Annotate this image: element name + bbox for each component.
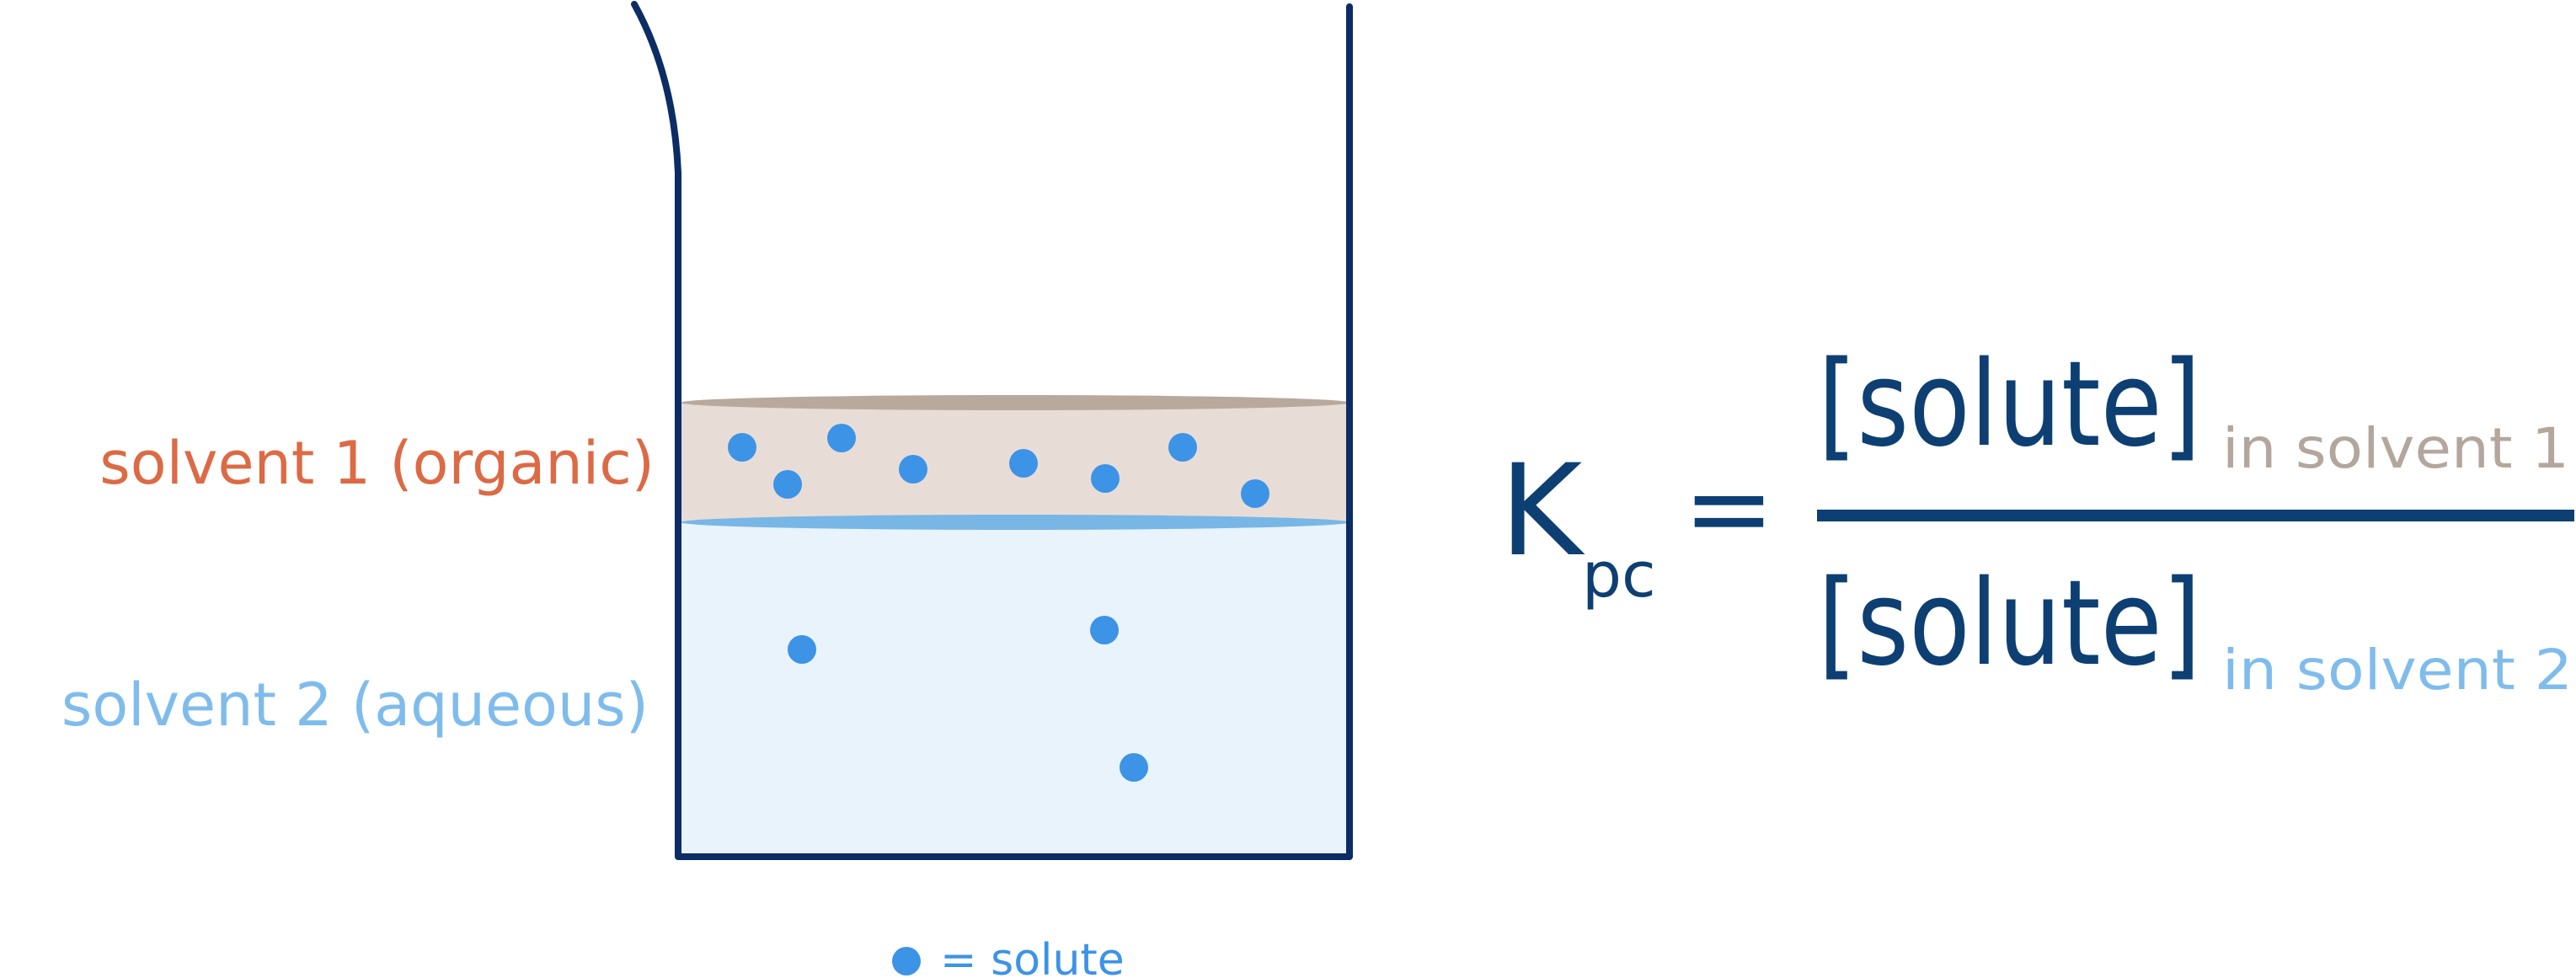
solute-particle (1241, 479, 1269, 508)
equals-sign: = (1683, 444, 1775, 572)
kpc-symbol: K (1499, 438, 1585, 585)
solute-particle (788, 635, 816, 664)
beaker-outline (631, 1, 1353, 860)
solute-particle (1091, 464, 1120, 493)
legend-solute-dot (892, 947, 921, 975)
numerator-subscript: in solvent 1 (2222, 416, 2569, 481)
solute-particle (1168, 433, 1197, 462)
denominator-subscript: in solvent 2 (2222, 638, 2573, 703)
solute-particle (773, 470, 802, 499)
aqueous-layer (678, 522, 1349, 857)
solute-particle (728, 433, 756, 462)
kpc-subscript: pc (1582, 539, 1656, 612)
solvent-2-label: solvent 2 (aqueous) (61, 671, 649, 740)
solute-particle (1009, 449, 1038, 478)
organic-surface (681, 395, 1349, 410)
denominator-concentration: [solute] (1818, 555, 2201, 692)
solute-particle (1090, 616, 1119, 644)
aqueous-surface (681, 515, 1349, 530)
solute-particle (827, 424, 856, 452)
solute-particle (1120, 753, 1148, 782)
legend-label: = solute (940, 935, 1125, 978)
solute-particle (899, 455, 927, 484)
numerator-concentration: [solute] (1818, 336, 2201, 473)
solvent-1-label: solvent 1 (organic) (99, 429, 655, 498)
